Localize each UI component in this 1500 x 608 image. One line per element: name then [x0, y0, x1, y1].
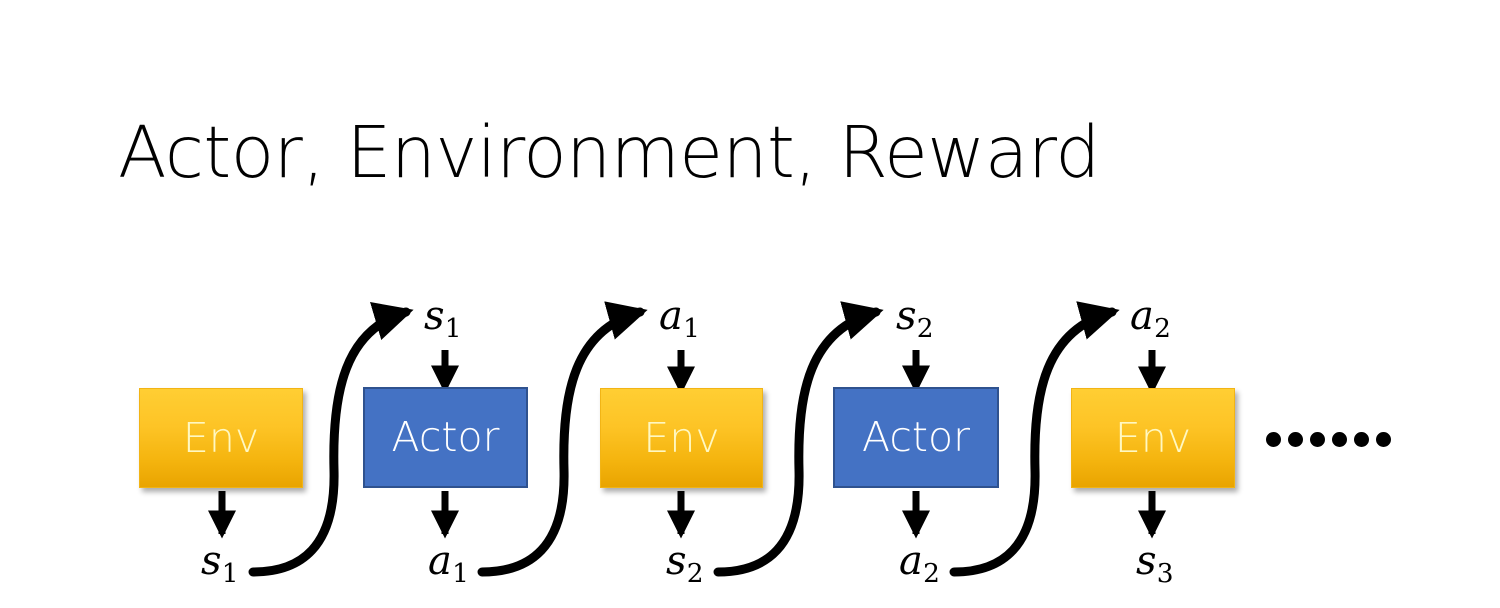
- label-bottom-s2: s2: [666, 538, 704, 587]
- node-env-3[interactable]: Env: [1071, 388, 1235, 488]
- ellipsis-dot: [1310, 432, 1325, 447]
- subscript: 1: [444, 312, 462, 344]
- label-top-s2: s2: [896, 293, 934, 342]
- label-bottom-s1: s1: [201, 538, 239, 587]
- ellipsis-dot: [1376, 432, 1391, 447]
- label-top-a2: a2: [1130, 293, 1171, 342]
- page-title: Actor, Environment, Reward: [118, 111, 1100, 194]
- symbol: a: [899, 538, 923, 584]
- subscript: 2: [923, 557, 940, 589]
- arrow-group-into-box: [431, 350, 1166, 395]
- symbol: s: [424, 293, 445, 339]
- node-actor-1[interactable]: Actor: [363, 387, 528, 488]
- ellipsis-dot: [1266, 432, 1281, 447]
- subscript: 1: [683, 312, 700, 344]
- node-label: Env: [182, 413, 260, 462]
- symbol: a: [659, 293, 683, 339]
- symbol: s: [201, 538, 222, 584]
- symbol: s: [1136, 538, 1157, 584]
- symbol: s: [896, 293, 917, 339]
- node-label: Actor: [391, 413, 500, 461]
- subscript: 2: [916, 312, 934, 344]
- continuation-ellipsis: [1266, 432, 1391, 447]
- subscript: 2: [1154, 312, 1171, 344]
- ellipsis-dot: [1354, 432, 1369, 447]
- node-label: Actor: [862, 413, 970, 461]
- label-top-s1: s1: [424, 293, 462, 342]
- symbol: s: [666, 538, 687, 584]
- ellipsis-dot: [1288, 432, 1303, 447]
- subscript: 3: [1156, 557, 1174, 589]
- subscript: 2: [686, 557, 704, 589]
- label-bottom-s3: s3: [1136, 538, 1174, 587]
- node-label: Env: [643, 413, 720, 462]
- node-actor-2[interactable]: Actor: [833, 387, 999, 488]
- subscript: 1: [221, 557, 239, 589]
- ellipsis-dot: [1332, 432, 1347, 447]
- node-label: Env: [1114, 413, 1192, 462]
- label-bottom-a1: a1: [428, 538, 469, 587]
- arrow-group-out-of-box: [208, 491, 1166, 539]
- label-top-a1: a1: [659, 293, 700, 342]
- label-bottom-a2: a2: [899, 538, 940, 587]
- symbol: a: [428, 538, 452, 584]
- symbol: a: [1130, 293, 1154, 339]
- node-env-2[interactable]: Env: [600, 388, 763, 488]
- subscript: 1: [452, 557, 469, 589]
- node-env-1[interactable]: Env: [139, 388, 303, 488]
